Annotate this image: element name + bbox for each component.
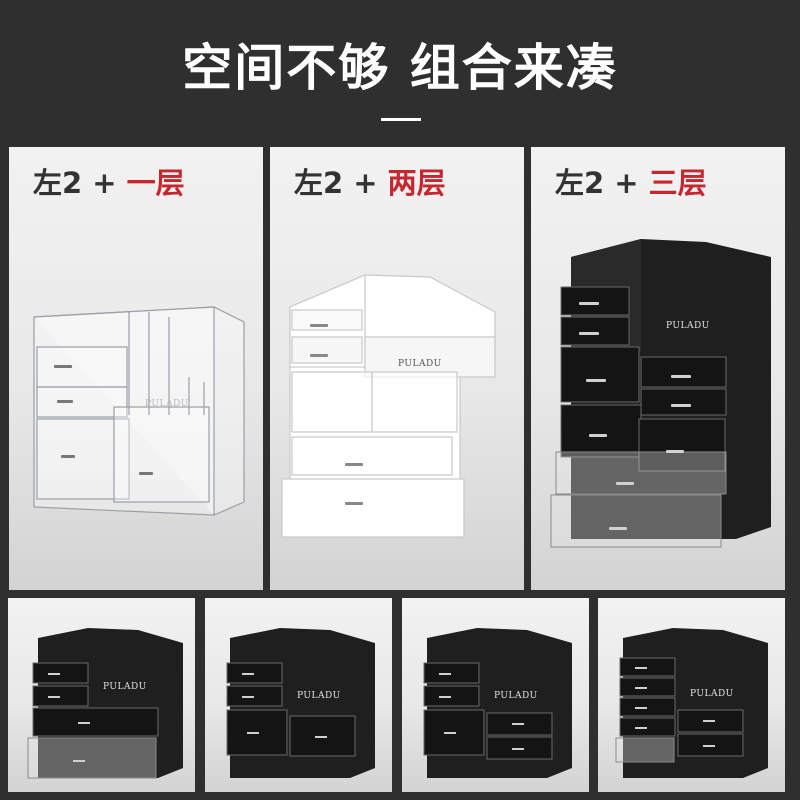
black-organizer-image: PULADU (550, 239, 771, 548)
option-panel-2: 左2 + 两层 PULADU (270, 147, 524, 590)
variant-panel-4: PULADU (598, 598, 785, 792)
variant-panel-2: PULADU (205, 598, 392, 792)
brand-text: PULADU (494, 691, 538, 701)
brand-text: PULADU (398, 359, 442, 369)
option-label-3: 左2 + 三层 (555, 166, 707, 200)
option-panel-1: 左2 + 一层 PULADU (9, 147, 263, 590)
page-title: 空间不够 组合来凑 (182, 39, 618, 97)
black-organizer-variant-image: PULADU (27, 628, 183, 779)
option-label-1: 左2 + 一层 (33, 166, 185, 200)
brand-text: PULADU (297, 691, 341, 701)
brand-text: PULADU (145, 399, 189, 409)
variant-panel-1: PULADU (8, 598, 195, 792)
white-organizer-image: PULADU (281, 274, 496, 538)
brand-text: PULADU (666, 321, 710, 331)
brand-text: PULADU (690, 689, 734, 699)
brand-text: PULADU (103, 682, 147, 692)
option-panel-3: 左2 + 三层 PULADU (531, 147, 785, 590)
variant-panel-3: PULADU (402, 598, 589, 792)
black-organizer-variant-image: PULADU (423, 628, 572, 778)
title-divider (381, 118, 421, 121)
black-organizer-variant-image: PULADU (615, 628, 768, 778)
option-label-2: 左2 + 两层 (294, 166, 446, 200)
clear-organizer-image: PULADU (33, 306, 245, 516)
black-organizer-variant-image: PULADU (226, 628, 375, 778)
